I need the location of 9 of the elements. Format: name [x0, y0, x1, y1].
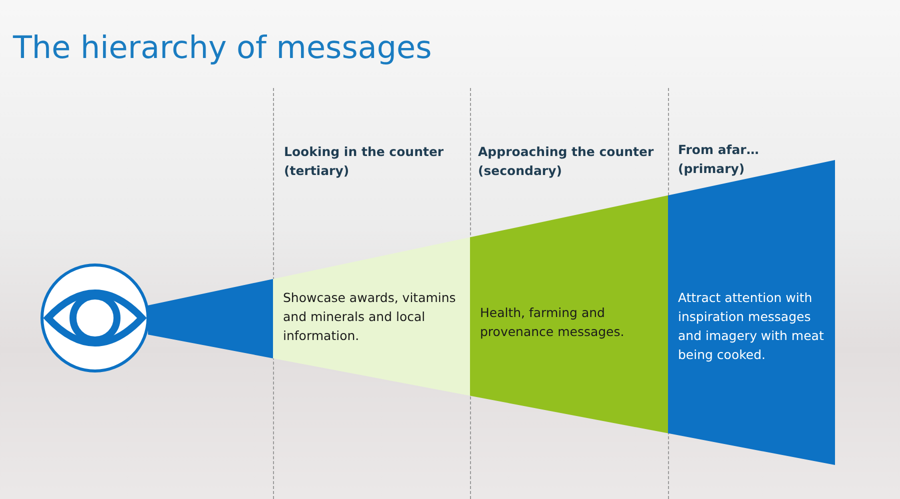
stage-heading: Approaching the counter (secondary)	[478, 143, 655, 180]
message-text: Showcase awards, vitamins and minerals and local information.	[283, 289, 457, 345]
eye-icon	[40, 263, 150, 373]
message-text: Health, farming and provenance messages.	[480, 304, 626, 341]
stage-heading: From afar… (primary)	[678, 141, 760, 178]
message-text: Attract attention with inspiration messages and imagery with meat being cooked.	[678, 289, 825, 364]
cone-segment	[148, 276, 273, 360]
title: The hierarchy of messages	[13, 30, 432, 66]
stage-heading: Looking in the counter (tertiary)	[284, 143, 445, 180]
